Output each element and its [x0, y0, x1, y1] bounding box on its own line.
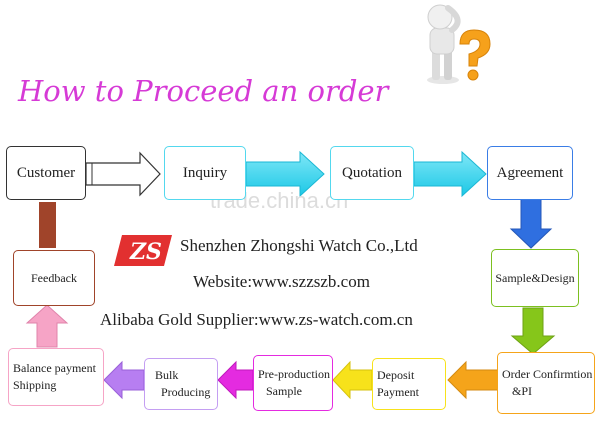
step-quotation: Quotation	[330, 146, 414, 200]
step-deposit-payment: Deposit Payment	[372, 358, 446, 410]
step-order-confirmation-line2: &PI	[512, 384, 533, 398]
arrow-preproduction-bulk	[217, 360, 254, 400]
arrow-quotation-agreement	[413, 150, 487, 198]
step-bulk-line2: Producing	[161, 385, 211, 399]
step-order-confirmation: Order Confirmtion &PI	[497, 352, 595, 414]
step-customer: Customer	[6, 146, 86, 200]
arrow-feedback-customer	[39, 202, 56, 248]
step-agreement-label: Agreement	[496, 164, 564, 181]
step-order-confirmation-line1: Order Confirmtion	[502, 367, 593, 381]
step-bulk-producing: Bulk Producing	[144, 358, 218, 410]
page-title: How to Proceed an order	[18, 74, 389, 108]
company-alibaba: Alibaba Gold Supplier:www.zs-watch.com.c…	[100, 310, 413, 329]
arrow-sample-order	[510, 307, 556, 355]
step-feedback-label: Feedback	[31, 270, 77, 285]
step-deposit-line1: Deposit	[377, 368, 415, 382]
step-feedback: Feedback	[13, 250, 95, 306]
step-sample-design-label: Sample&Design	[495, 270, 575, 285]
zs-logo-icon: ZS	[114, 235, 172, 266]
question-figure-icon	[427, 4, 491, 84]
step-sample-design: Sample&Design	[491, 249, 579, 307]
step-balance-line1: Balance payment	[13, 361, 96, 375]
step-inquiry-label: Inquiry	[182, 164, 228, 181]
step-inquiry: Inquiry	[164, 146, 246, 200]
arrow-agreement-sample	[509, 198, 553, 249]
arrow-deposit-preproduction	[332, 360, 373, 400]
svg-text:ZS: ZS	[129, 239, 162, 265]
arrow-bulk-balance	[103, 360, 145, 400]
company-website: Website:www.szzszb.com	[193, 272, 370, 291]
step-preproduction-line1: Pre-production	[258, 367, 330, 381]
step-quotation-label: Quotation	[342, 164, 402, 181]
step-deposit-line2: Payment	[377, 385, 419, 399]
step-preproduction-sample: Pre-production Sample	[253, 355, 333, 411]
step-bulk-line1: Bulk	[155, 368, 179, 382]
step-preproduction-line2: Sample	[266, 384, 302, 398]
arrow-customer-inquiry	[85, 151, 161, 197]
step-customer-label: Customer	[16, 164, 76, 181]
arrow-balance-feedback	[25, 304, 69, 348]
step-balance-shipping: Balance payment Shipping	[8, 348, 104, 406]
arrow-order-deposit	[447, 360, 499, 400]
step-agreement: Agreement	[487, 146, 573, 200]
company-name: Shenzhen Zhongshi Watch Co.,Ltd	[180, 236, 418, 255]
step-order-confirmation-text: Order Confirmtion &PI	[502, 366, 592, 400]
step-balance-line2: Shipping	[13, 378, 57, 392]
arrow-inquiry-quotation	[245, 150, 325, 198]
